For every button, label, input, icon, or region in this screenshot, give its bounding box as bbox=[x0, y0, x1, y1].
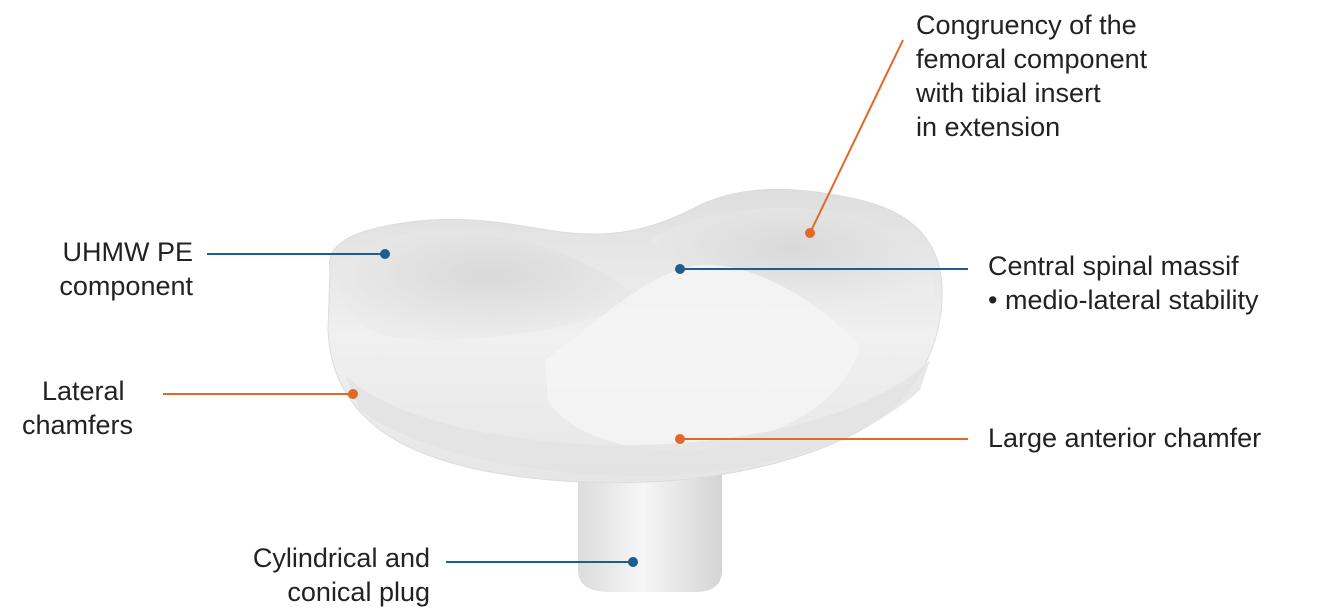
callout-central-line-1: Central spinal massif bbox=[988, 249, 1259, 283]
callout-congruency-line-1: Congruency of the bbox=[916, 8, 1147, 42]
callout-congruency-line-4: in extension bbox=[916, 110, 1147, 144]
callout-uhmw-line-1: UHMW PE bbox=[0, 235, 193, 269]
callout-uhmw-dot bbox=[380, 249, 390, 259]
plug bbox=[578, 470, 722, 592]
callout-congruency-dot bbox=[805, 228, 815, 238]
callout-anterior-line-1: Large anterior chamfer bbox=[988, 421, 1261, 455]
callout-plug-line-2: conical plug bbox=[190, 575, 430, 609]
callout-lateral-line-2: chamfers bbox=[22, 408, 133, 442]
callout-congruency-line-3: with tibial insert bbox=[916, 76, 1147, 110]
callout-congruency-line-2: femoral component bbox=[916, 42, 1147, 76]
callout-lateral-line-1: Lateral bbox=[22, 374, 133, 408]
callout-anterior-dot bbox=[675, 434, 685, 444]
callout-congruency-label: Congruency of the femoral component with… bbox=[916, 8, 1147, 144]
callout-plug-label: Cylindrical and conical plug bbox=[190, 541, 430, 609]
callout-uhmw-line-2: component bbox=[0, 269, 193, 303]
callout-plug-dot bbox=[628, 557, 638, 567]
callout-lateral-dot bbox=[348, 389, 358, 399]
callout-anterior-label: Large anterior chamfer bbox=[988, 421, 1261, 455]
callout-lateral-label: Lateral chamfers bbox=[22, 374, 133, 442]
callout-lateral-leader bbox=[163, 389, 358, 399]
callout-central-label: Central spinal massif • medio-lateral st… bbox=[988, 249, 1259, 317]
callout-central-dot bbox=[675, 264, 685, 274]
callout-plug-line-1: Cylindrical and bbox=[190, 541, 430, 575]
callout-central-line-2: • medio-lateral stability bbox=[988, 283, 1259, 317]
callout-uhmw-label: UHMW PE component bbox=[0, 235, 193, 303]
